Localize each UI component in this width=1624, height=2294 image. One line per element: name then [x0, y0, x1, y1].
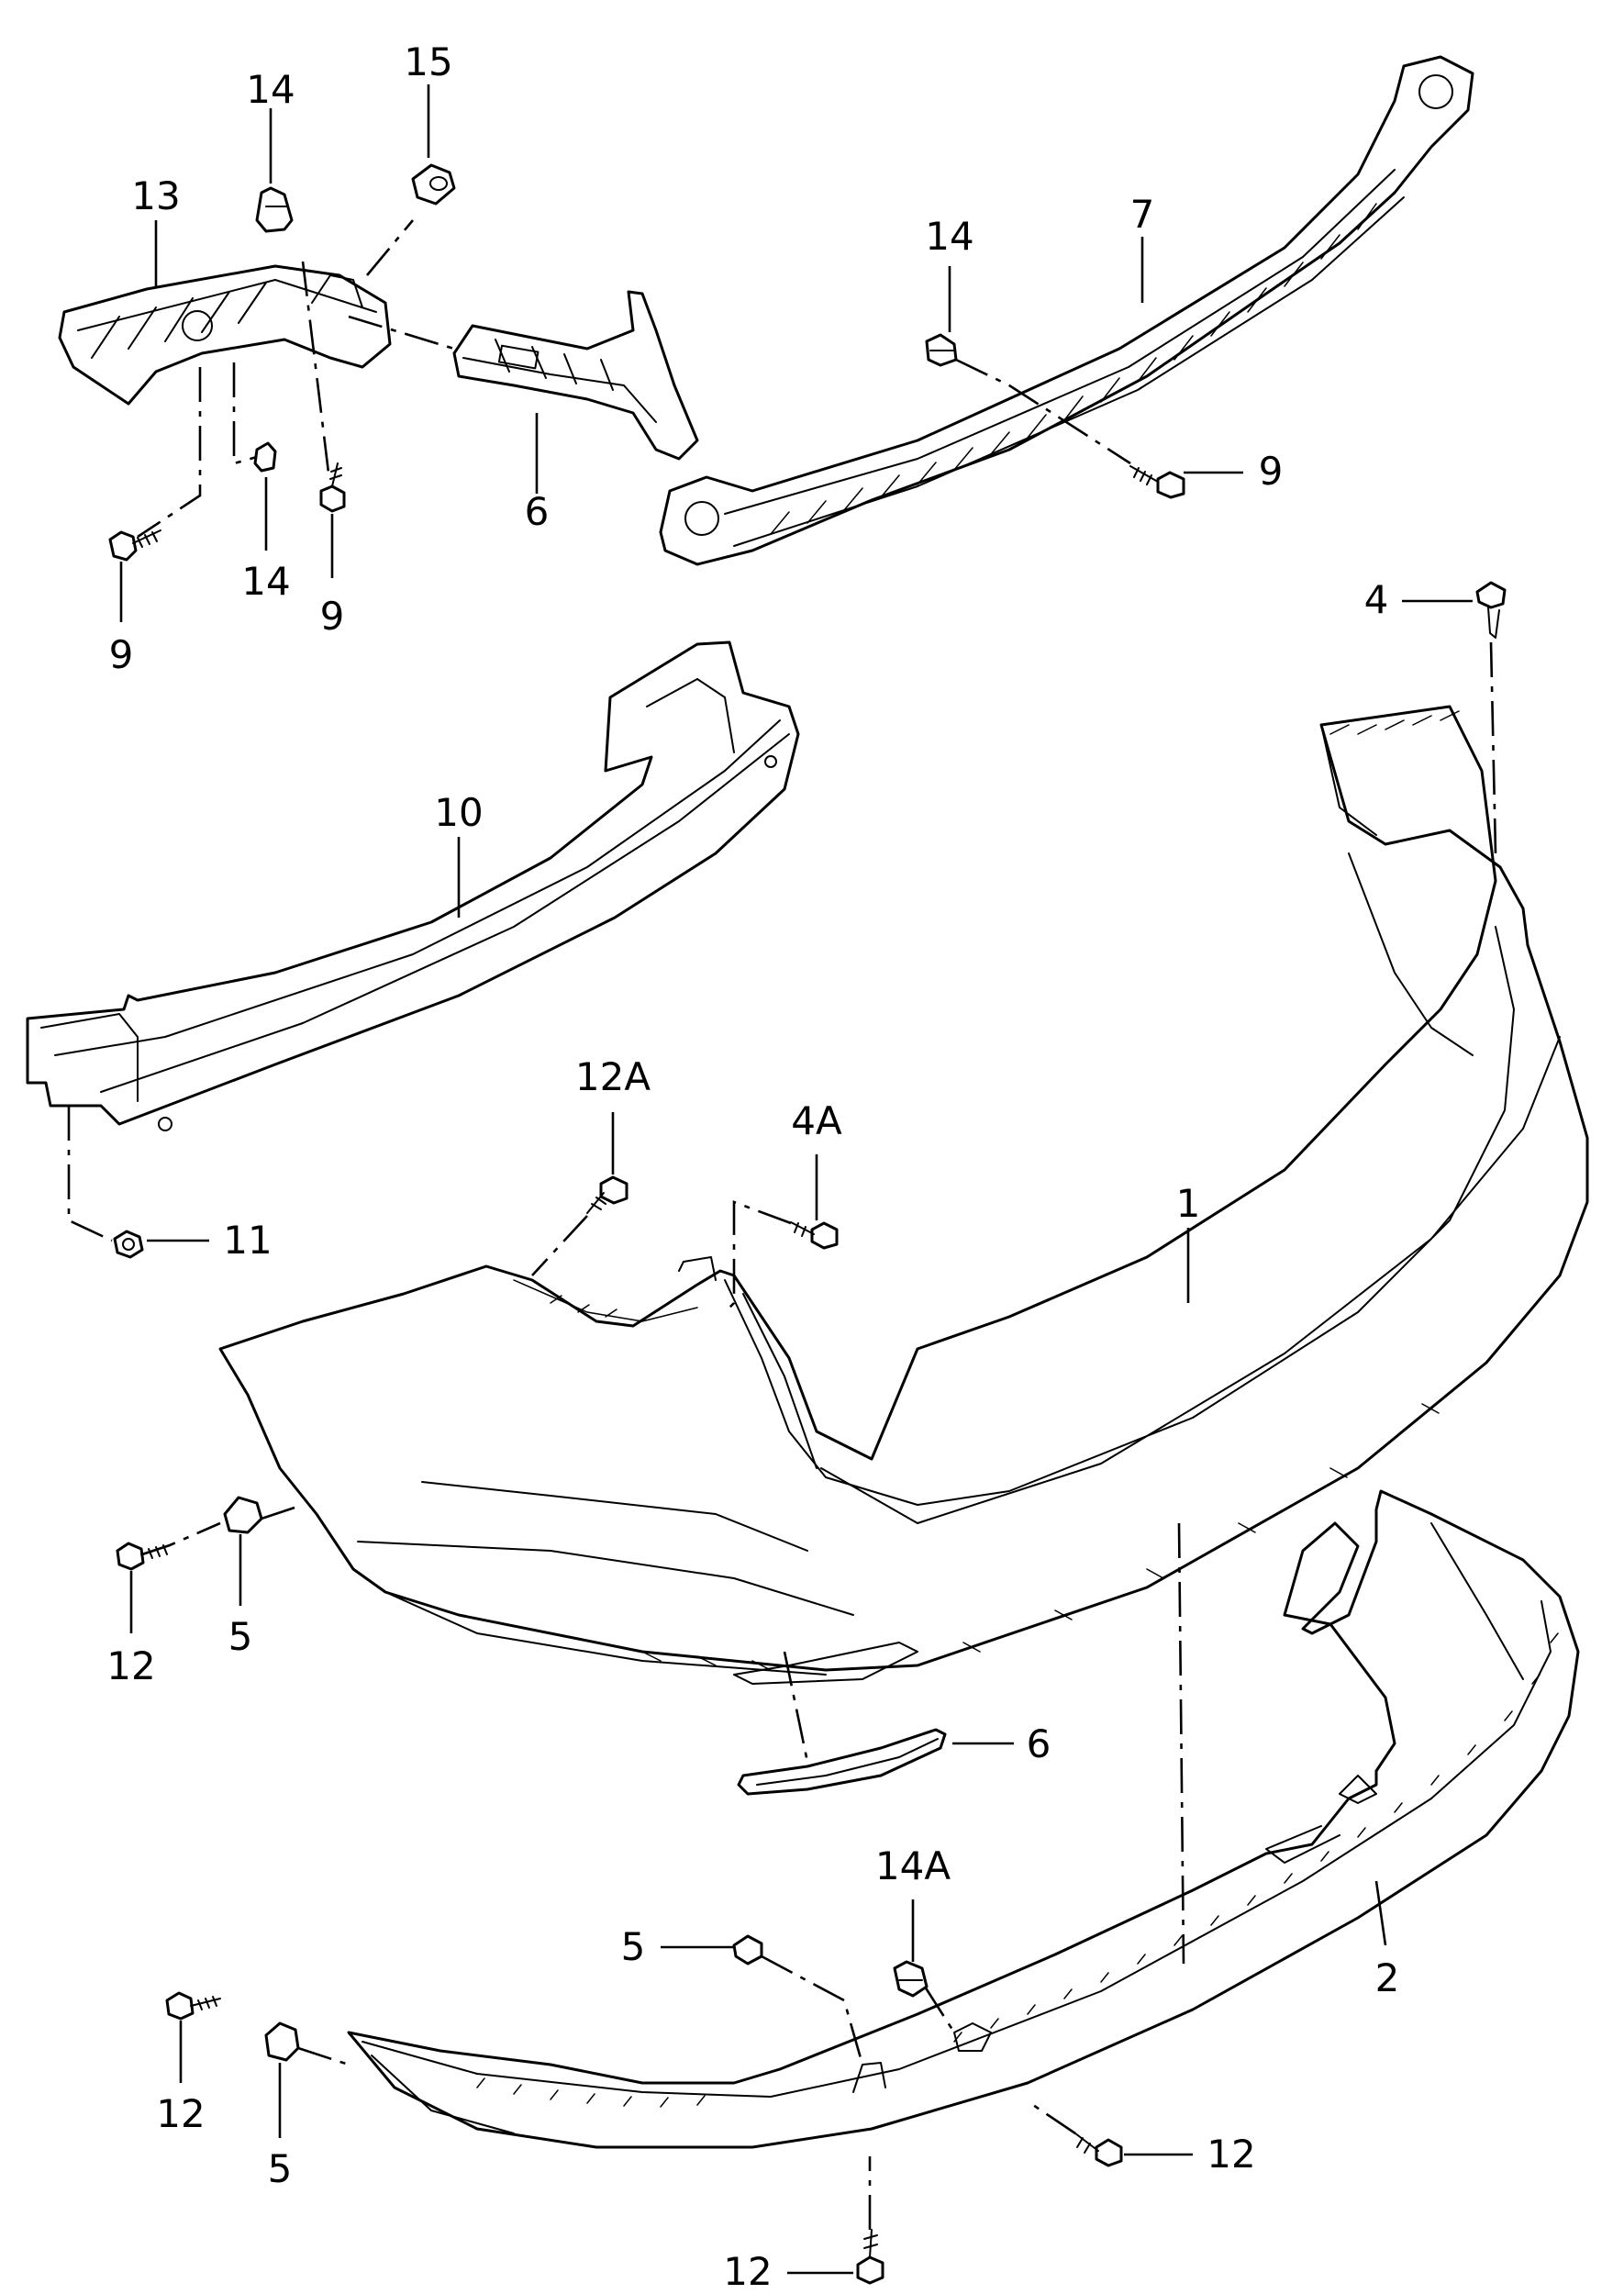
callout-1: 1 [1176, 1181, 1201, 1226]
callout-5-lower-left: 5 [268, 2146, 293, 2191]
clip-5c-icon [732, 1934, 763, 1965]
screw-9c-icon [1129, 465, 1185, 499]
callout-12-bottom: 12 [723, 2249, 772, 2294]
grommet-15-icon [411, 163, 456, 206]
clip-5b-icon [264, 2021, 300, 2062]
part-6-reflector [737, 1728, 947, 1796]
part-8-guide-rail [659, 55, 1474, 566]
part-7-side-bracket [452, 290, 699, 461]
part-13-bracket [58, 264, 392, 406]
nut-11-icon [113, 1230, 144, 1259]
callout-14-mid: 14 [241, 559, 290, 604]
callout-14-rail: 14 [925, 214, 973, 259]
callout-12-lower-right: 12 [1207, 2132, 1255, 2177]
clip-5a-icon [223, 1496, 263, 1534]
callout-9-mid: 9 [320, 594, 345, 639]
clip-14-icon [255, 186, 294, 233]
screw-12b-icon [165, 1991, 221, 2021]
callout-15: 15 [404, 39, 452, 84]
callout-9-rail: 9 [1259, 449, 1284, 494]
callout-5-left: 5 [228, 1614, 253, 1659]
assembly-lines [67, 219, 1497, 2230]
callout-13: 13 [131, 173, 180, 218]
part-2-lower-diffuser [347, 1489, 1580, 2149]
fasteners [108, 163, 1507, 2285]
part-10-impact-beam [26, 640, 800, 1131]
clip-14a-icon [893, 1960, 929, 1998]
screw-12a-icon [586, 1175, 628, 1214]
callout-12-left: 12 [106, 1643, 155, 1688]
callout-10: 10 [434, 790, 483, 835]
screw-9b-icon [319, 462, 346, 513]
part-1-bumper-cover [218, 705, 1589, 1685]
callout-11: 11 [223, 1218, 272, 1263]
callout-12a: 12A [575, 1054, 651, 1099]
callout-4: 4 [1364, 577, 1389, 622]
rivet-4-icon [1475, 581, 1507, 639]
callout-9-left: 9 [109, 632, 134, 677]
screw-4a-icon [790, 1221, 839, 1250]
callout-labels: 13 14 15 14 7 9 6 14 9 9 4 10 12A 4A 1 1… [106, 39, 1399, 2294]
callout-5-center: 5 [621, 1924, 646, 1969]
screw-9a-icon [108, 529, 161, 562]
callout-14-top-left: 14 [246, 67, 295, 112]
callout-8: 7 [1130, 192, 1155, 237]
clip-14c-icon [925, 333, 958, 367]
clip-14b-icon [253, 441, 277, 473]
screw-12d-icon [856, 2229, 884, 2285]
callout-14a: 14A [875, 1843, 951, 1888]
leader-lines [119, 84, 1473, 2275]
callout-4a: 4A [791, 1098, 842, 1143]
callout-6-label: 6 [1027, 1721, 1051, 1766]
callout-7: 6 [525, 489, 550, 534]
screw-12c-icon [1074, 2133, 1123, 2167]
callout-12-lower-left: 12 [156, 2091, 205, 2136]
callout-2: 2 [1375, 1955, 1400, 2000]
